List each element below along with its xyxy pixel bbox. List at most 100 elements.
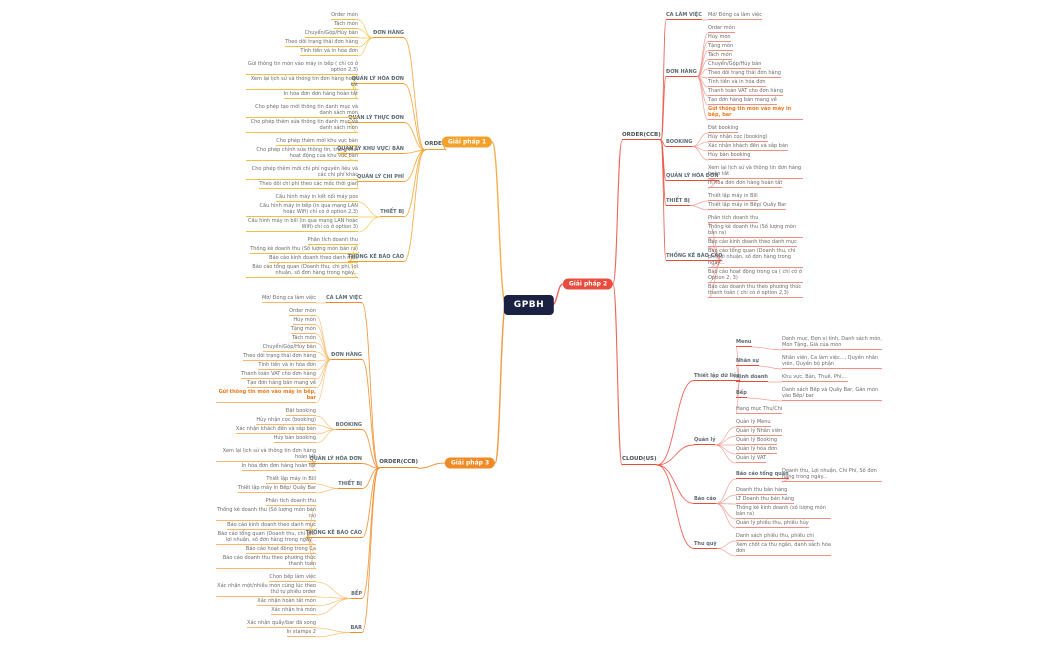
mindmap-node[interactable]: Menu [736, 339, 752, 347]
mindmap-leaf: Xem chốt ca thu ngân, danh sách hóa đơn [736, 542, 831, 556]
mindmap-leaf: Xác nhận khách đến và sắp bàn [708, 143, 789, 151]
mindmap-leaf: Tách món [292, 335, 316, 343]
mindmap-node[interactable]: THIẾT BỊ [338, 480, 362, 489]
mindmap-node[interactable]: THỐNG KÊ BÁO CÁO [305, 529, 362, 538]
mindmap-leaf: Cho phép thêm mới chi phí nguyên liệu và… [246, 166, 358, 180]
mindmap-node[interactable]: BOOKING [335, 421, 362, 430]
mindmap-node[interactable]: THỐNG KÊ BÁO CÁO [666, 252, 723, 261]
mindmap-node[interactable]: ORDER(CCB) [622, 132, 661, 141]
mindmap-leaf: Xem lại lịch sử và thông tin đơn hàng ho… [216, 448, 316, 462]
mindmap-node[interactable]: CA LÀM VIỆC [326, 295, 362, 303]
mindmap-leaf: Báo cáo hoạt động trong Ca [245, 546, 316, 554]
mindmap-leaf: Báo cáo hoạt động trong ca ( chỉ có ở Op… [708, 269, 803, 283]
mindmap-node[interactable]: ĐƠN HÀNG [666, 68, 697, 77]
mindmap-leaf: Gửi thông tin món vào máy in bếp, bar [216, 389, 316, 403]
mindmap-node[interactable]: Thu quỹ [694, 540, 717, 549]
mindmap-node[interactable]: Bếp [736, 390, 747, 398]
mindmap-leaf: Đặt booking [285, 408, 316, 416]
mindmap-leaf: Tạo đơn hàng bán mang về [708, 97, 777, 105]
mindmap-leaf: Chuyển/Gộp/Hủy bàn [262, 344, 316, 352]
mindmap-leaf: Khu vực, Bàn, Thuế, Phí,... [782, 374, 848, 382]
mindmap-node[interactable]: ORDER(CCB) [379, 459, 418, 468]
mindmap-leaf: In stamps 2 [286, 629, 316, 637]
mindmap-leaf: LT Doanh thu bán hàng [736, 496, 795, 504]
mindmap-leaf: Theo dõi trạng thái đơn hàng [243, 353, 316, 361]
mindmap-leaf: Chuyển/Gộp/Hủy bàn [708, 61, 762, 69]
mindmap-leaf: Cấu hình máy in bill (in qua mạng LAN ho… [246, 218, 358, 232]
mindmap-leaf: Cho phép tạo mới thông tin danh mục và d… [246, 104, 358, 118]
mindmap-leaf: Tính tiền và in hóa đơn [258, 362, 316, 370]
mindmap-leaf: Xem lại lịch sử và thông tin đơn hàng ho… [708, 165, 803, 179]
branch-label[interactable]: Giải pháp 1 [441, 136, 493, 148]
mindmap-node[interactable]: Báo cáo [694, 495, 717, 504]
mindmap-leaf: Xác nhận quầy/bar đã xong [247, 620, 316, 628]
mindmap-node[interactable]: THỐNG KÊ BÁO CÁO [347, 253, 404, 262]
mindmap-leaf: Hủy món [293, 317, 316, 325]
mindmap-leaf: Báo cáo tổng quan (Doanh thu, chi phí, l… [216, 531, 316, 545]
mindmap-leaf: Cấu hình máy in bếp (in qua mạng LAN hoặ… [246, 203, 358, 217]
mindmap-node[interactable]: Nhân sự [736, 358, 759, 366]
mindmap-leaf: Gửi thông tin món vào máy in bếp ( chỉ c… [246, 61, 358, 75]
mindmap-leaf: Order món [289, 308, 316, 316]
mindmap-leaf: Tính tiền và in hóa đơn [708, 79, 766, 87]
mindmap-node[interactable]: QUẢN LÝ HÓA ĐƠN [666, 172, 719, 181]
mindmap-leaf: Thanh toán VAT cho đơn hàng [241, 371, 316, 379]
mindmap-leaf: Quản lý Nhân viên [736, 428, 783, 436]
mindmap-node[interactable]: QUẢN LÝ HÓA ĐƠN [309, 455, 362, 464]
mindmap-leaf: Quản lý phiếu thu, phiếu hủy [736, 520, 809, 528]
mindmap-leaf: Quản lý VAT [736, 455, 767, 463]
mindmap-node[interactable]: QUẢN LÝ CHI PHÍ [356, 173, 404, 182]
mindmap-node[interactable]: ĐƠN HÀNG [373, 30, 404, 38]
mindmap-leaf: Danh sách Bếp và Quầy Bar, Gán món vào B… [782, 387, 882, 401]
mindmap-leaf: Phân tích doanh thu [708, 215, 759, 223]
center-node[interactable]: GPBH [503, 295, 555, 315]
mindmap-leaf: Thống kê doanh thu (Số lượng món bán ra) [216, 507, 316, 521]
branch-label[interactable]: Giải pháp 3 [444, 457, 496, 469]
mindmap-leaf: Order món [331, 12, 358, 20]
mindmap-leaf: Theo dõi chi phí theo các mốc thời gian [259, 181, 358, 189]
mindmap-node[interactable]: THIẾT BỊ [380, 209, 404, 217]
mindmap-leaf: Báo cáo doanh thu theo phương thức thanh… [216, 555, 316, 569]
mindmap-leaf: Hủy nhận cọc (booking) [256, 417, 316, 425]
mindmap-leaf: In hóa đơn đơn hàng hoàn tất [283, 91, 358, 99]
mindmap-leaf: Báo cáo tổng quan (Doanh thu, chi phí, l… [708, 248, 803, 268]
mindmap-leaf: Hủy nhận cọc (booking) [708, 134, 768, 142]
mindmap-leaf: Theo dõi trạng thái đơn hàng [285, 39, 358, 47]
mindmap-node[interactable]: BAR [350, 624, 362, 633]
mindmap-leaf: Báo cáo tổng quan (Doanh thu, chi phí, l… [246, 264, 358, 278]
mindmap-leaf: Phân tích doanh thu [265, 498, 316, 506]
mindmap-leaf: Báo cáo kinh doanh theo danh mục [227, 522, 316, 530]
branch-label[interactable]: Giải pháp 2 [562, 278, 614, 290]
mindmap-leaf: Hủy món [708, 34, 731, 42]
mindmap-leaf: Báo cáo kinh doanh theo danh mục [708, 239, 797, 247]
mindmap-leaf: Xem lại lịch sử và thông tin đơn hàng ho… [246, 76, 358, 90]
mindmap-leaf: Thống kê doanh thu (Số lượng món bán ra) [708, 224, 803, 238]
mindmap-node[interactable]: ĐƠN HÀNG [331, 351, 362, 360]
mindmap-leaf: Quản lý Menu [736, 419, 771, 427]
mindmap-node[interactable]: Quản lý [694, 437, 716, 445]
mindmap-leaf: Tặng món [290, 326, 316, 334]
mindmap-leaf: Thiết lập máy in Bếp/ Quầy Bar [708, 202, 787, 210]
mindmap-node[interactable]: CA LÀM VIỆC [666, 12, 702, 20]
mindmap-node[interactable]: CLOUD(US) [622, 456, 657, 465]
mindmap-leaf: Thanh toán VAT cho đơn hàng [708, 88, 783, 96]
mindmap-node[interactable]: Báo cáo tổng quan [736, 471, 789, 479]
mindmap-node[interactable]: Kinh doanh [736, 374, 768, 382]
mindmap-leaf: In hóa đơn đơn hàng hoàn tất [241, 463, 316, 471]
mindmap-node[interactable]: QUẢN LÝ THỰC ĐƠN [348, 114, 404, 123]
mindmap-node[interactable]: Thiết lập dữ liệu [694, 372, 740, 381]
mindmap-leaf: Cấu hình máy in kết nối máy pos [275, 194, 358, 202]
mindmap-node[interactable]: QUẢN LÝ KHU VỰC/ BÀN [337, 145, 404, 154]
mindmap-node[interactable]: ORDER [424, 141, 446, 150]
mindmap-leaf: Danh sách phiếu thu, phiếu chi [736, 533, 814, 541]
mindmap-node[interactable]: THIẾT BỊ [666, 197, 690, 206]
mindmap-node[interactable]: BẾP [351, 590, 362, 599]
mindmap-leaf: Theo dõi trạng thái đơn hàng [708, 70, 781, 78]
mindmap-leaf: Cho phép thêm sửa thông tin danh mục và … [246, 119, 358, 133]
mindmap-node[interactable]: QUẢN LÝ HÓA ĐƠN [351, 76, 404, 84]
mindmap-node[interactable]: BOOKING [666, 138, 693, 147]
mindmap-leaf: Doanh thu bán hàng [736, 487, 788, 495]
mindmap-leaf: Tạo đơn hàng bán mang về [247, 380, 316, 388]
